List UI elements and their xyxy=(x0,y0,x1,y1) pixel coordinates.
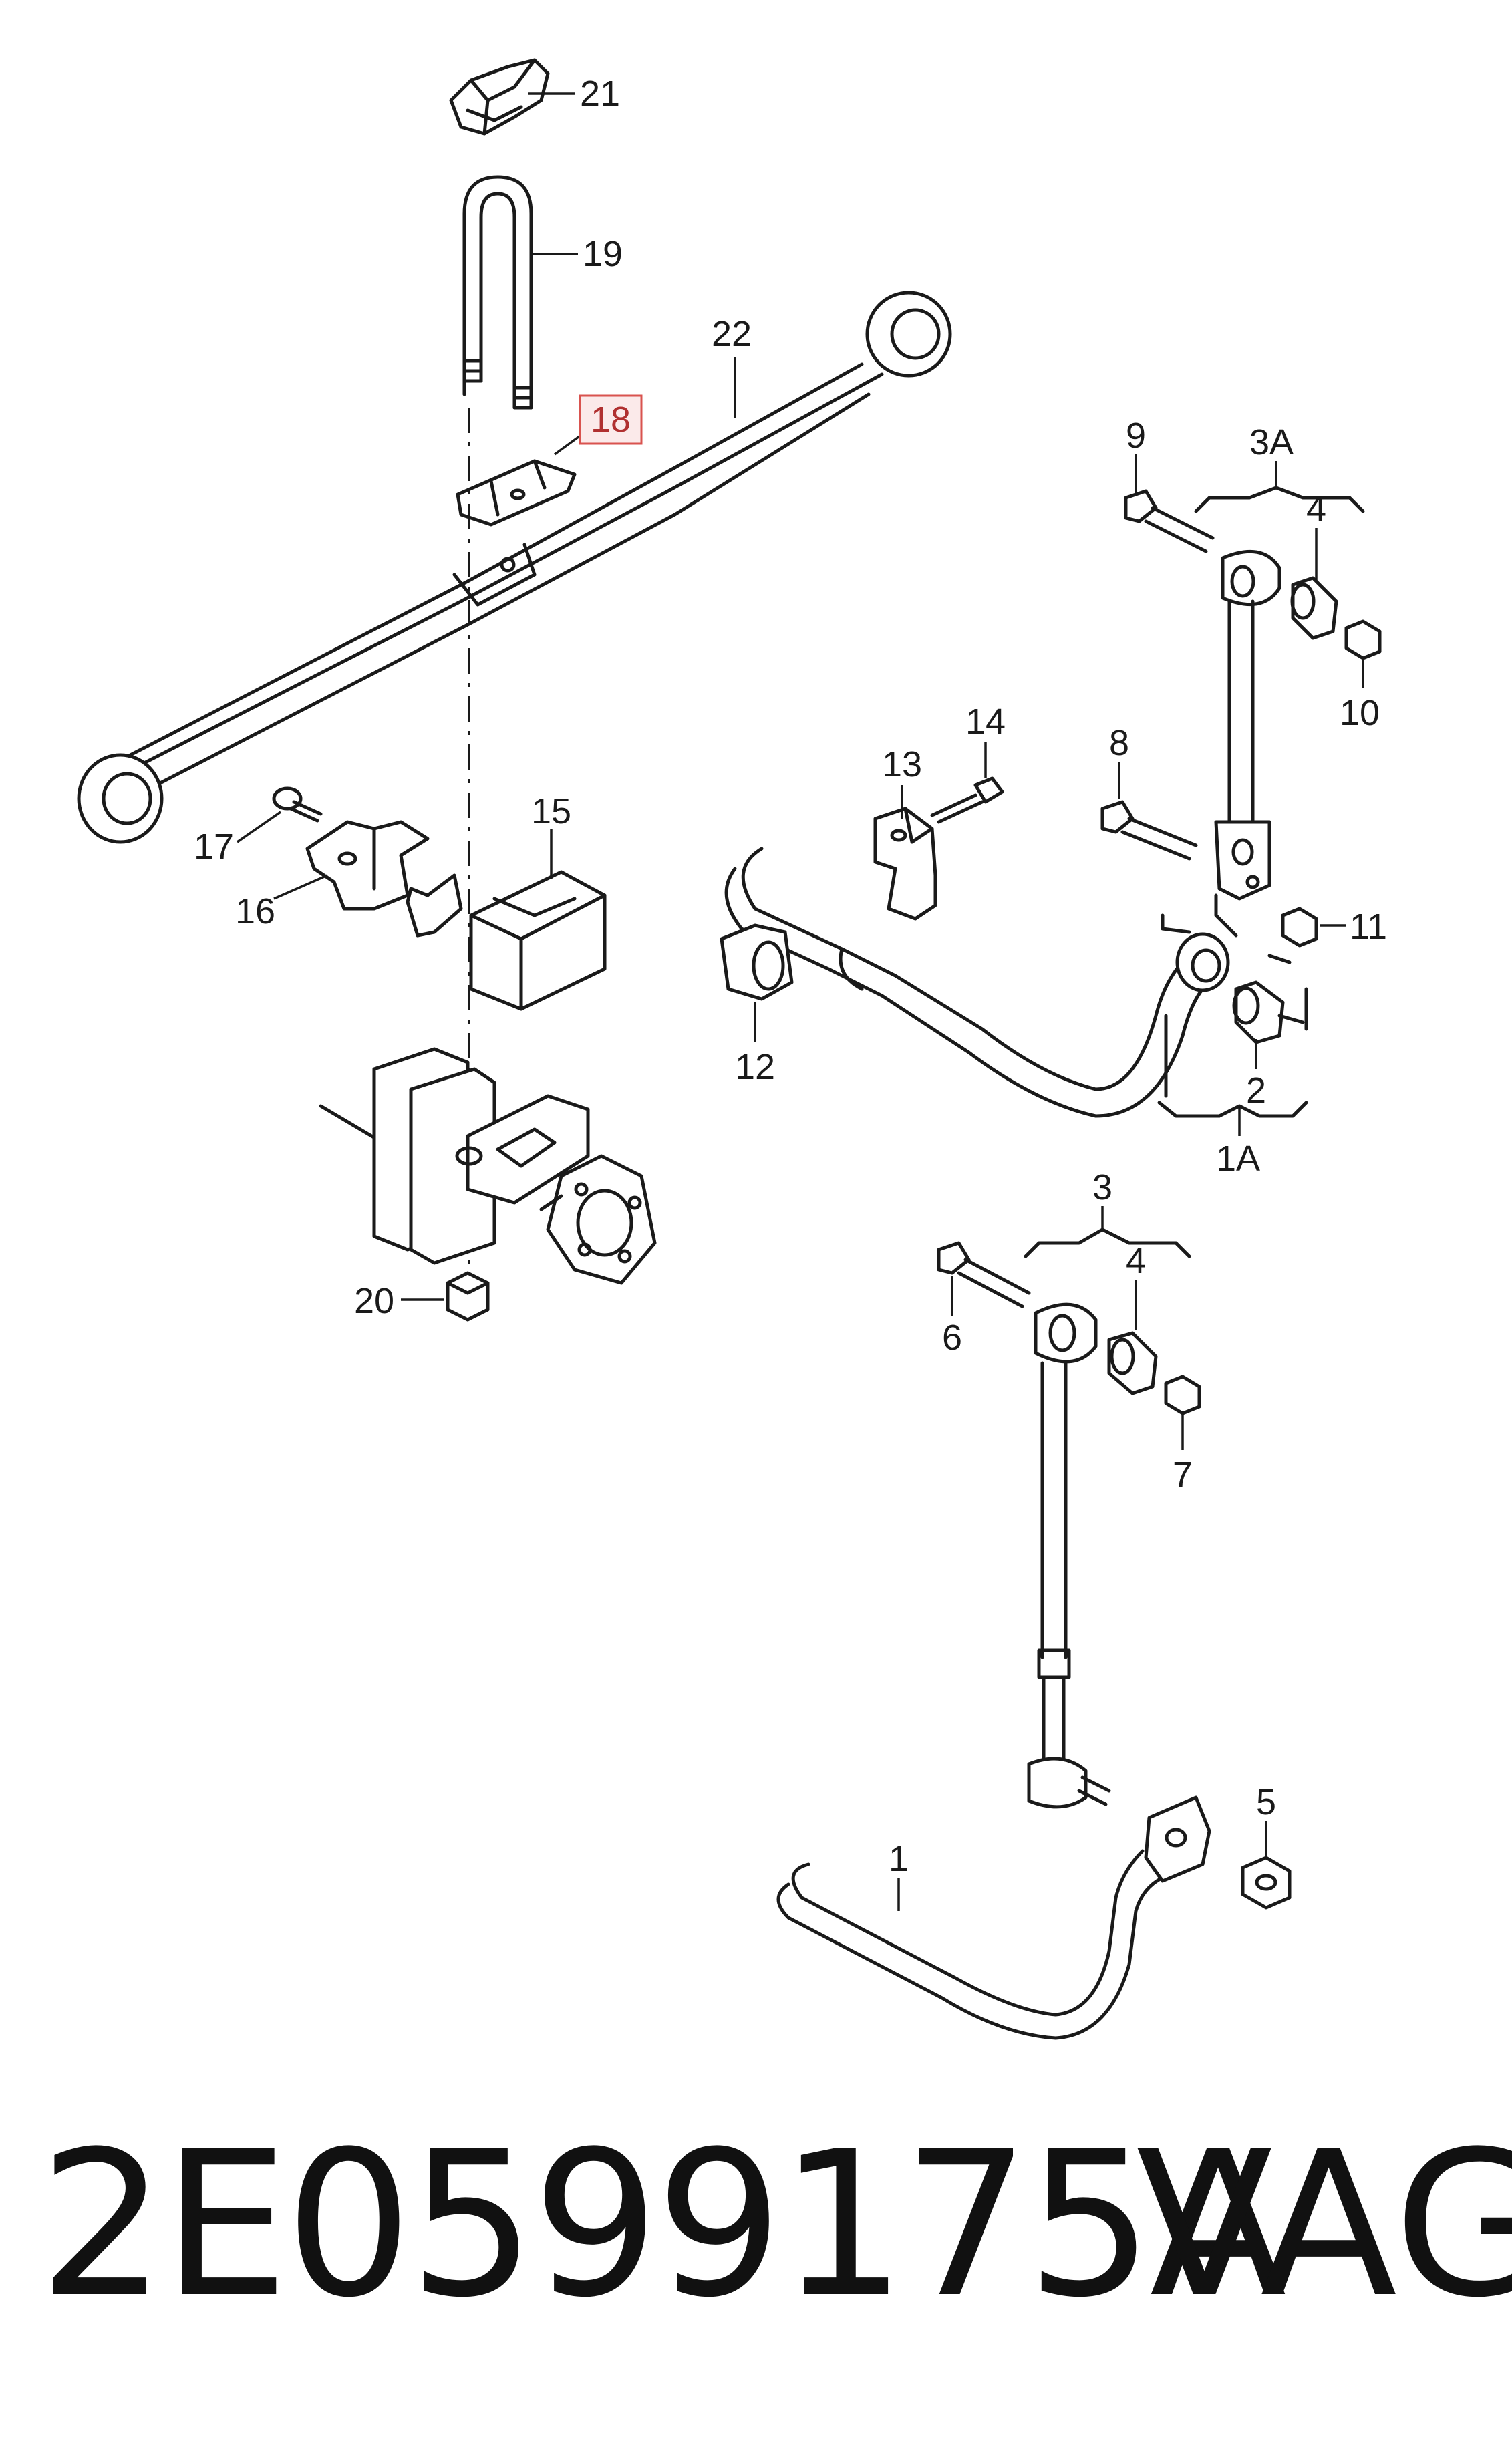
callout-18[interactable]: 18 xyxy=(591,400,631,440)
callout-12[interactable]: 12 xyxy=(735,1047,775,1087)
part-15-rubber-buffer[interactable] xyxy=(469,829,607,1011)
part-22-leaf-spring[interactable] xyxy=(77,291,952,844)
callout-2[interactable]: 2 xyxy=(1246,1070,1266,1111)
callout-4-upper[interactable]: 4 xyxy=(1306,489,1326,529)
part-9-bolt[interactable] xyxy=(1124,454,1215,553)
callout-15[interactable]: 15 xyxy=(531,791,571,831)
part-14-bolt[interactable] xyxy=(930,742,1004,824)
part-4-bushing-lower[interactable] xyxy=(1107,1280,1158,1395)
callout-9[interactable]: 9 xyxy=(1126,416,1146,456)
group-3A-bracket xyxy=(1194,461,1365,513)
part-7-nut[interactable] xyxy=(1164,1375,1201,1450)
part-11-nut[interactable] xyxy=(1281,907,1346,948)
callout-10[interactable]: 10 xyxy=(1340,693,1380,733)
callout-1A[interactable]: 1A xyxy=(1216,1139,1260,1179)
part-17-bolt[interactable] xyxy=(237,786,323,843)
callout-19[interactable]: 19 xyxy=(583,234,623,274)
callout-16[interactable]: 16 xyxy=(235,891,275,931)
part-3A-link-rod[interactable] xyxy=(1214,549,1292,964)
part-2-bushing[interactable] xyxy=(1232,980,1305,1069)
callout-20[interactable]: 20 xyxy=(354,1281,394,1321)
callout-22[interactable]: 22 xyxy=(712,314,752,354)
part-6-bolt[interactable] xyxy=(937,1241,1031,1316)
part-19-u-bolt[interactable] xyxy=(462,175,578,410)
callout-5[interactable]: 5 xyxy=(1256,1782,1276,1822)
part-13-clamp[interactable] xyxy=(873,785,937,921)
callout-11[interactable]: 11 xyxy=(1350,907,1387,947)
part-21-clamp-plate[interactable] xyxy=(449,58,575,136)
part-3-link-rod[interactable] xyxy=(1027,1302,1111,1809)
part-1-stabilizer-bar-rear[interactable] xyxy=(776,1795,1211,2040)
part-18-spacer-plate[interactable] xyxy=(456,426,593,527)
stabilizer-bar-front[interactable] xyxy=(724,847,1230,1118)
callout-17[interactable]: 17 xyxy=(194,827,234,867)
part-8-bolt[interactable] xyxy=(1100,762,1198,861)
part-number-text: 2E0599175A xyxy=(39,2108,1287,2341)
part-16-bracket[interactable] xyxy=(273,820,463,938)
callout-6[interactable]: 6 xyxy=(942,1318,962,1358)
callout-18-highlight xyxy=(579,394,643,445)
callout-21[interactable]: 21 xyxy=(580,74,620,114)
part-12-bushing[interactable] xyxy=(720,923,794,1042)
callout-3[interactable]: 3 xyxy=(1092,1167,1112,1207)
callout-1[interactable]: 1 xyxy=(889,1839,909,1879)
callout-13[interactable]: 13 xyxy=(882,744,922,784)
brand-text: VAG xyxy=(1136,2108,1512,2341)
part-20-nut[interactable] xyxy=(401,1271,490,1322)
callout-4-lower[interactable]: 4 xyxy=(1126,1241,1146,1281)
group-3-bracket xyxy=(1024,1206,1191,1258)
callout-8[interactable]: 8 xyxy=(1109,723,1129,763)
callout-3A[interactable]: 3A xyxy=(1249,422,1294,462)
group-1A-bracket xyxy=(1157,913,1308,1136)
callout-14[interactable]: 14 xyxy=(965,702,1006,742)
part-4-bushing-upper[interactable] xyxy=(1290,528,1338,640)
part-10-nut[interactable] xyxy=(1344,619,1382,688)
callout-7[interactable]: 7 xyxy=(1173,1455,1193,1495)
part-5-nut[interactable] xyxy=(1241,1821,1292,1910)
axle-housing xyxy=(319,1047,657,1285)
